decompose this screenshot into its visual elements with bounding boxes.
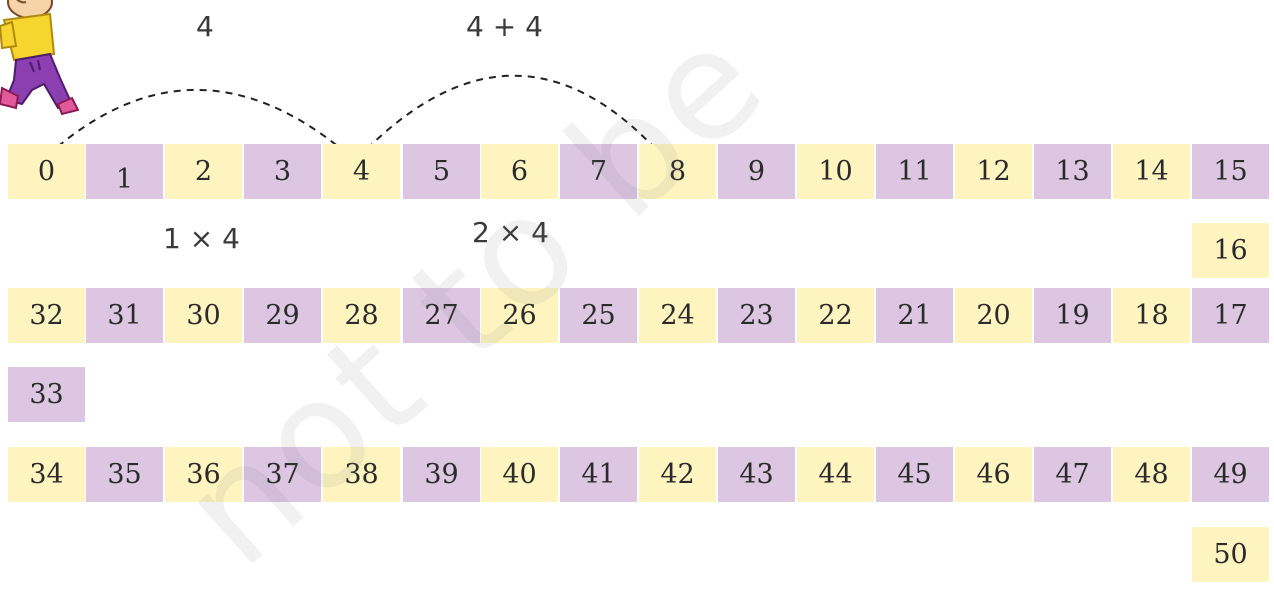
number-cell-0: 0 (8, 144, 85, 199)
number-cell-12: 12 (955, 144, 1032, 199)
number-cell-35: 35 (86, 447, 163, 502)
number-cell-15: 15 (1192, 144, 1269, 199)
number-cell-33: 33 (8, 367, 85, 422)
number-cell-19: 19 (1034, 288, 1111, 343)
number-cell-44: 44 (797, 447, 874, 502)
first-product-label: 1 × 4 (163, 222, 240, 255)
number-cell-18: 18 (1113, 288, 1190, 343)
first-jump-label: 4 (196, 10, 214, 43)
number-cell-20: 20 (955, 288, 1032, 343)
second-product-label: 2 × 4 (472, 216, 549, 249)
number-cell-4: 4 (323, 144, 400, 199)
number-cell-42: 42 (639, 447, 716, 502)
number-cell-48: 48 (1113, 447, 1190, 502)
number-cell-27: 27 (403, 288, 480, 343)
number-cell-37: 37 (244, 447, 321, 502)
number-cell-17: 17 (1192, 288, 1269, 343)
number-cell-46: 46 (955, 447, 1032, 502)
number-cell-6: 6 (481, 144, 558, 199)
number-cell-1: 1 (86, 144, 163, 199)
number-cell-34: 34 (8, 447, 85, 502)
number-cell-8: 8 (639, 144, 716, 199)
number-cell-49: 49 (1192, 447, 1269, 502)
number-cell-3: 3 (244, 144, 321, 199)
number-cell-26: 26 (481, 288, 558, 343)
number-cell-31: 31 (86, 288, 163, 343)
number-cell-41: 41 (560, 447, 637, 502)
number-cell-28: 28 (323, 288, 400, 343)
number-cell-23: 23 (718, 288, 795, 343)
number-cell-11: 11 (876, 144, 953, 199)
number-cell-7: 7 (560, 144, 637, 199)
number-cell-2: 2 (165, 144, 242, 199)
number-cell-14: 14 (1113, 144, 1190, 199)
number-cell-5: 5 (403, 144, 480, 199)
number-cell-50: 50 (1192, 527, 1269, 582)
number-cell-36: 36 (165, 447, 242, 502)
number-cell-13: 13 (1034, 144, 1111, 199)
number-cell-25: 25 (560, 288, 637, 343)
second-jump-label: 4 + 4 (466, 10, 543, 43)
number-cell-45: 45 (876, 447, 953, 502)
number-cell-22: 22 (797, 288, 874, 343)
number-cell-29: 29 (244, 288, 321, 343)
number-cell-10: 10 (797, 144, 874, 199)
number-cell-43: 43 (718, 447, 795, 502)
number-cell-21: 21 (876, 288, 953, 343)
number-cell-24: 24 (639, 288, 716, 343)
number-cell-16: 16 (1192, 223, 1269, 278)
number-cell-9: 9 (718, 144, 795, 199)
number-cell-47: 47 (1034, 447, 1111, 502)
number-cell-32: 32 (8, 288, 85, 343)
number-cell-38: 38 (323, 447, 400, 502)
number-cell-30: 30 (165, 288, 242, 343)
number-cell-40: 40 (481, 447, 558, 502)
number-cell-39: 39 (403, 447, 480, 502)
